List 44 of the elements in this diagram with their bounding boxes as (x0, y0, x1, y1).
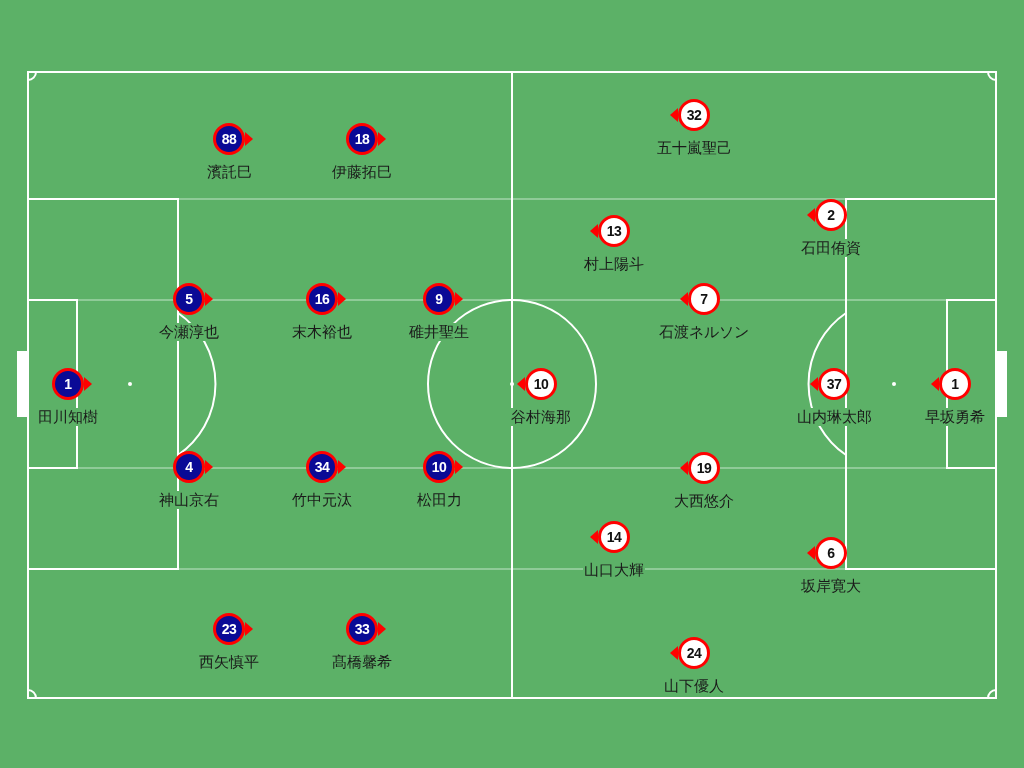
player-name: 濱託巳 (205, 163, 253, 181)
player-name: 山内琳太郎 (795, 408, 873, 426)
player-marker: 9 (423, 283, 455, 315)
player-marker: 32 (678, 99, 710, 131)
player-name: 伊藤拓巳 (331, 163, 393, 181)
player-marker: 10 (423, 451, 455, 483)
player-name: 五十嵐聖己 (655, 139, 733, 157)
player-marker: 13 (598, 215, 630, 247)
player-marker: 19 (688, 452, 720, 484)
player-name: 田川知樹 (37, 408, 99, 426)
player-marker: 4 (173, 451, 205, 483)
player-name: 早坂勇希 (924, 408, 986, 426)
player-marker: 7 (688, 283, 720, 315)
player-name: 石渡ネルソン (658, 323, 750, 341)
player-name: 西矢慎平 (198, 653, 260, 671)
player-name: 碓井聖生 (408, 323, 470, 341)
player-marker: 1 (52, 368, 84, 400)
player-name: 今瀬淳也 (158, 323, 220, 341)
player-marker: 5 (173, 283, 205, 315)
player-name: 山下優人 (663, 677, 725, 695)
player-name: 大西悠介 (673, 492, 735, 510)
player-marker: 2 (815, 199, 847, 231)
player-name: 竹中元汰 (291, 491, 353, 509)
player-name: 髙橋馨希 (331, 653, 393, 671)
player-marker: 16 (306, 283, 338, 315)
player-name: 山口大輝 (583, 561, 645, 579)
player-name: 村上陽斗 (583, 255, 645, 273)
player-name: 末木裕也 (291, 323, 353, 341)
player-marker: 37 (818, 368, 850, 400)
player-marker: 33 (346, 613, 378, 645)
player-marker: 14 (598, 521, 630, 553)
player-name: 谷村海那 (510, 408, 572, 426)
player-marker: 24 (678, 637, 710, 669)
player-marker: 23 (213, 613, 245, 645)
player-name: 神山京右 (158, 491, 220, 509)
player-marker: 6 (815, 537, 847, 569)
player-marker: 34 (306, 451, 338, 483)
player-marker: 1 (939, 368, 971, 400)
player-name: 松田力 (415, 491, 463, 509)
player-marker: 18 (346, 123, 378, 155)
player-marker: 88 (213, 123, 245, 155)
player-name: 坂岸寛大 (800, 577, 862, 595)
player-marker: 10 (525, 368, 557, 400)
player-name: 石田侑資 (800, 239, 862, 257)
